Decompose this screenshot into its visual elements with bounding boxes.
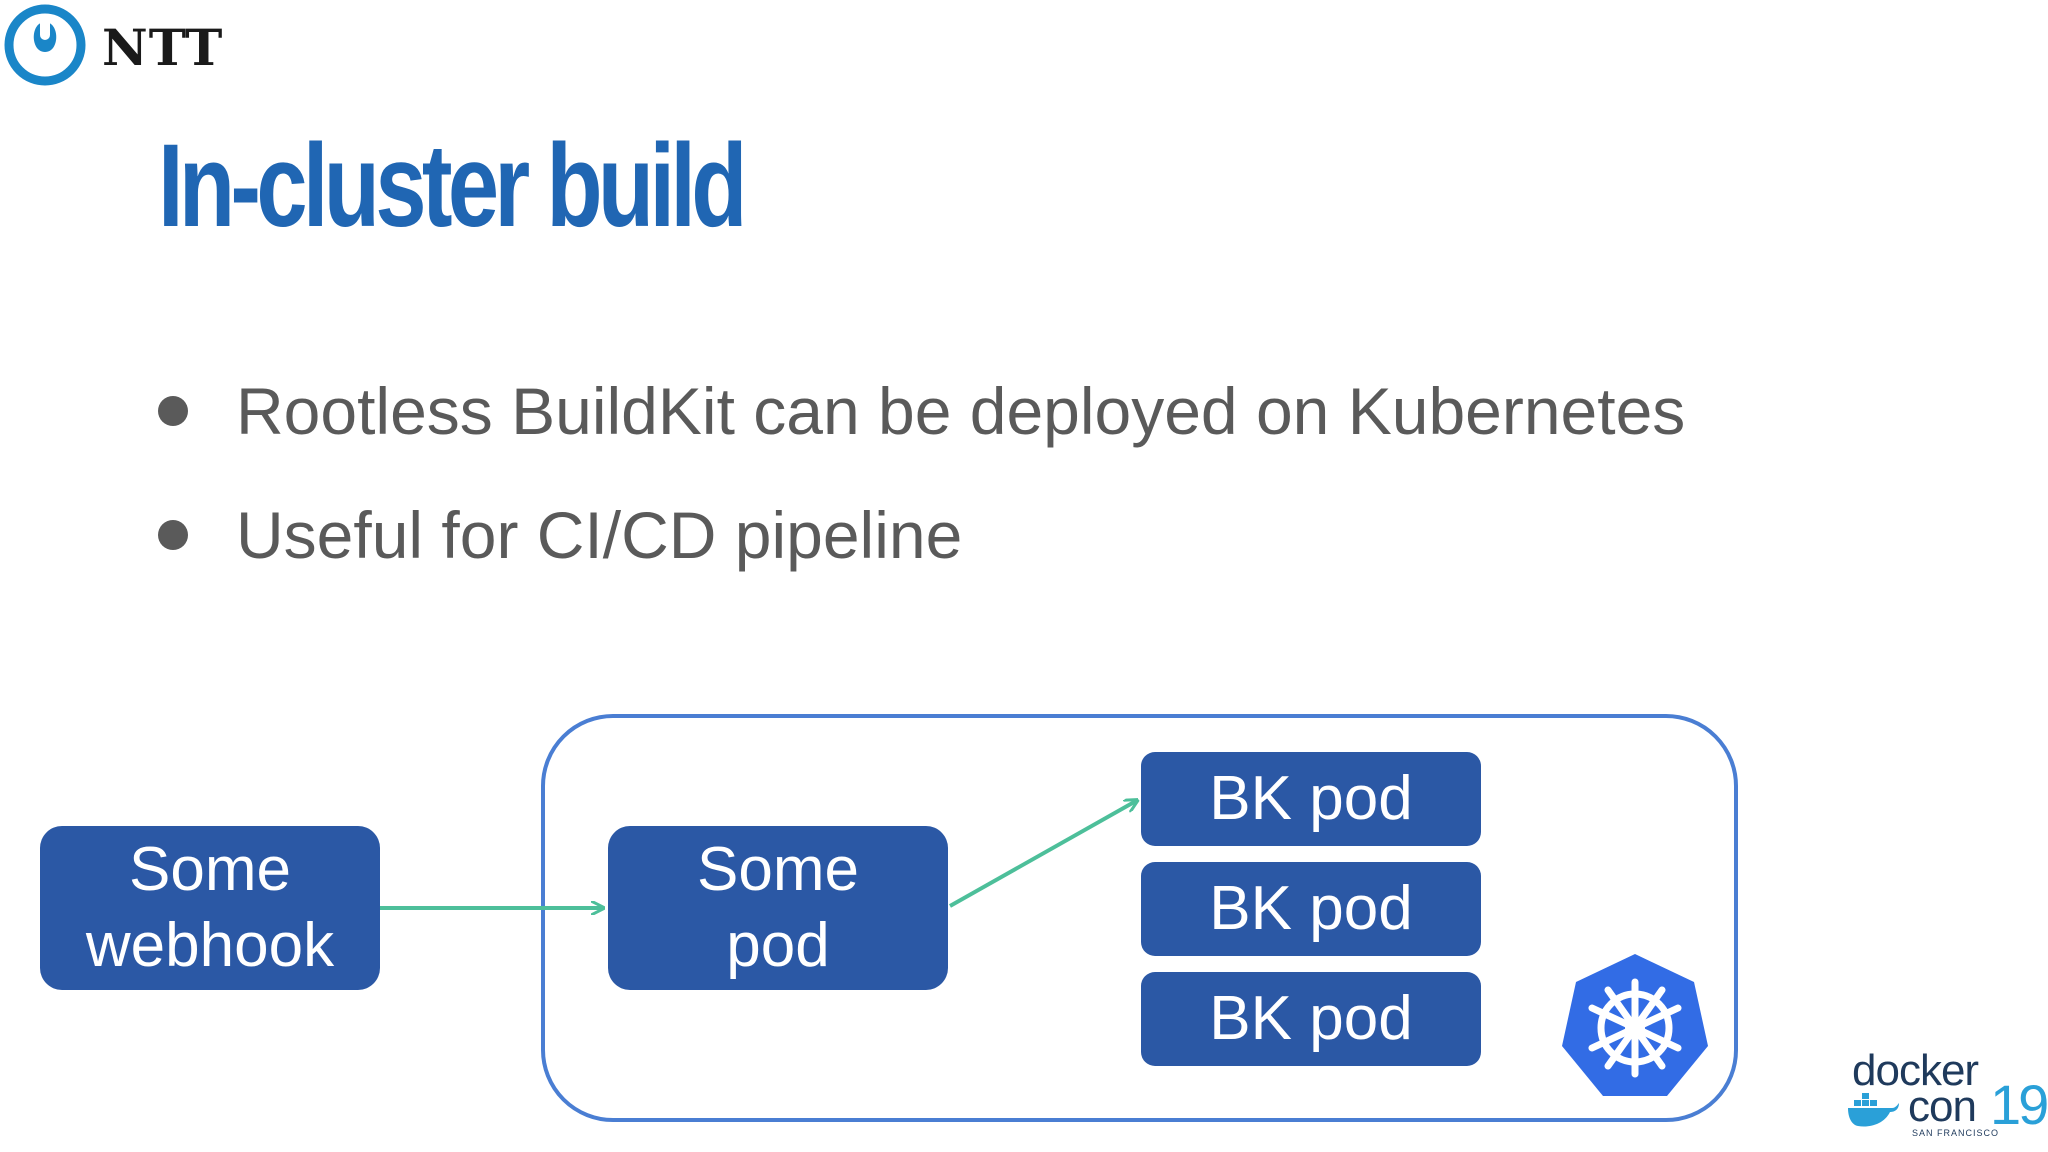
ntt-logo-icon — [4, 4, 86, 86]
bullet-item: Useful for CI/CD pipeline — [158, 490, 962, 580]
bullet-text: Useful for CI/CD pipeline — [236, 498, 963, 572]
webhook-label-line1: Some — [129, 835, 291, 904]
bullet-dot — [158, 396, 188, 426]
dockercon-wordmark-con: con — [1908, 1082, 1977, 1131]
kubernetes-helm-icon — [1562, 954, 1708, 1096]
bk-pod-node: BK pod — [1141, 752, 1481, 846]
some-pod-label-line2: pod — [726, 911, 830, 980]
webhook-node: Some webhook — [40, 826, 380, 990]
dockercon-wordmark-docker: docker — [1852, 1046, 1979, 1095]
cluster-boundary — [541, 714, 1738, 1122]
bk-pod-node: BK pod — [1141, 862, 1481, 956]
some-pod-node: Some pod — [608, 826, 948, 990]
dockercon-year: 19 — [1990, 1073, 2048, 1136]
bullet-text: Rootless BuildKit can be deployed on Kub… — [236, 374, 1686, 448]
ntt-wordmark: NTT — [102, 18, 224, 77]
bullet-dot — [158, 520, 188, 550]
webhook-label-line2: webhook — [85, 911, 335, 980]
some-pod-label-line1: Some — [697, 835, 859, 904]
slide-title: In-cluster build — [158, 120, 747, 252]
bullet-item: Rootless BuildKit can be deployed on Kub… — [158, 366, 1685, 456]
dockercon-city: SAN FRANCISCO — [1912, 1128, 2000, 1138]
ntt-logo: NTT — [4, 4, 234, 86]
bk-pod-node: BK pod — [1141, 972, 1481, 1066]
docker-whale-icon — [1848, 1093, 1899, 1127]
